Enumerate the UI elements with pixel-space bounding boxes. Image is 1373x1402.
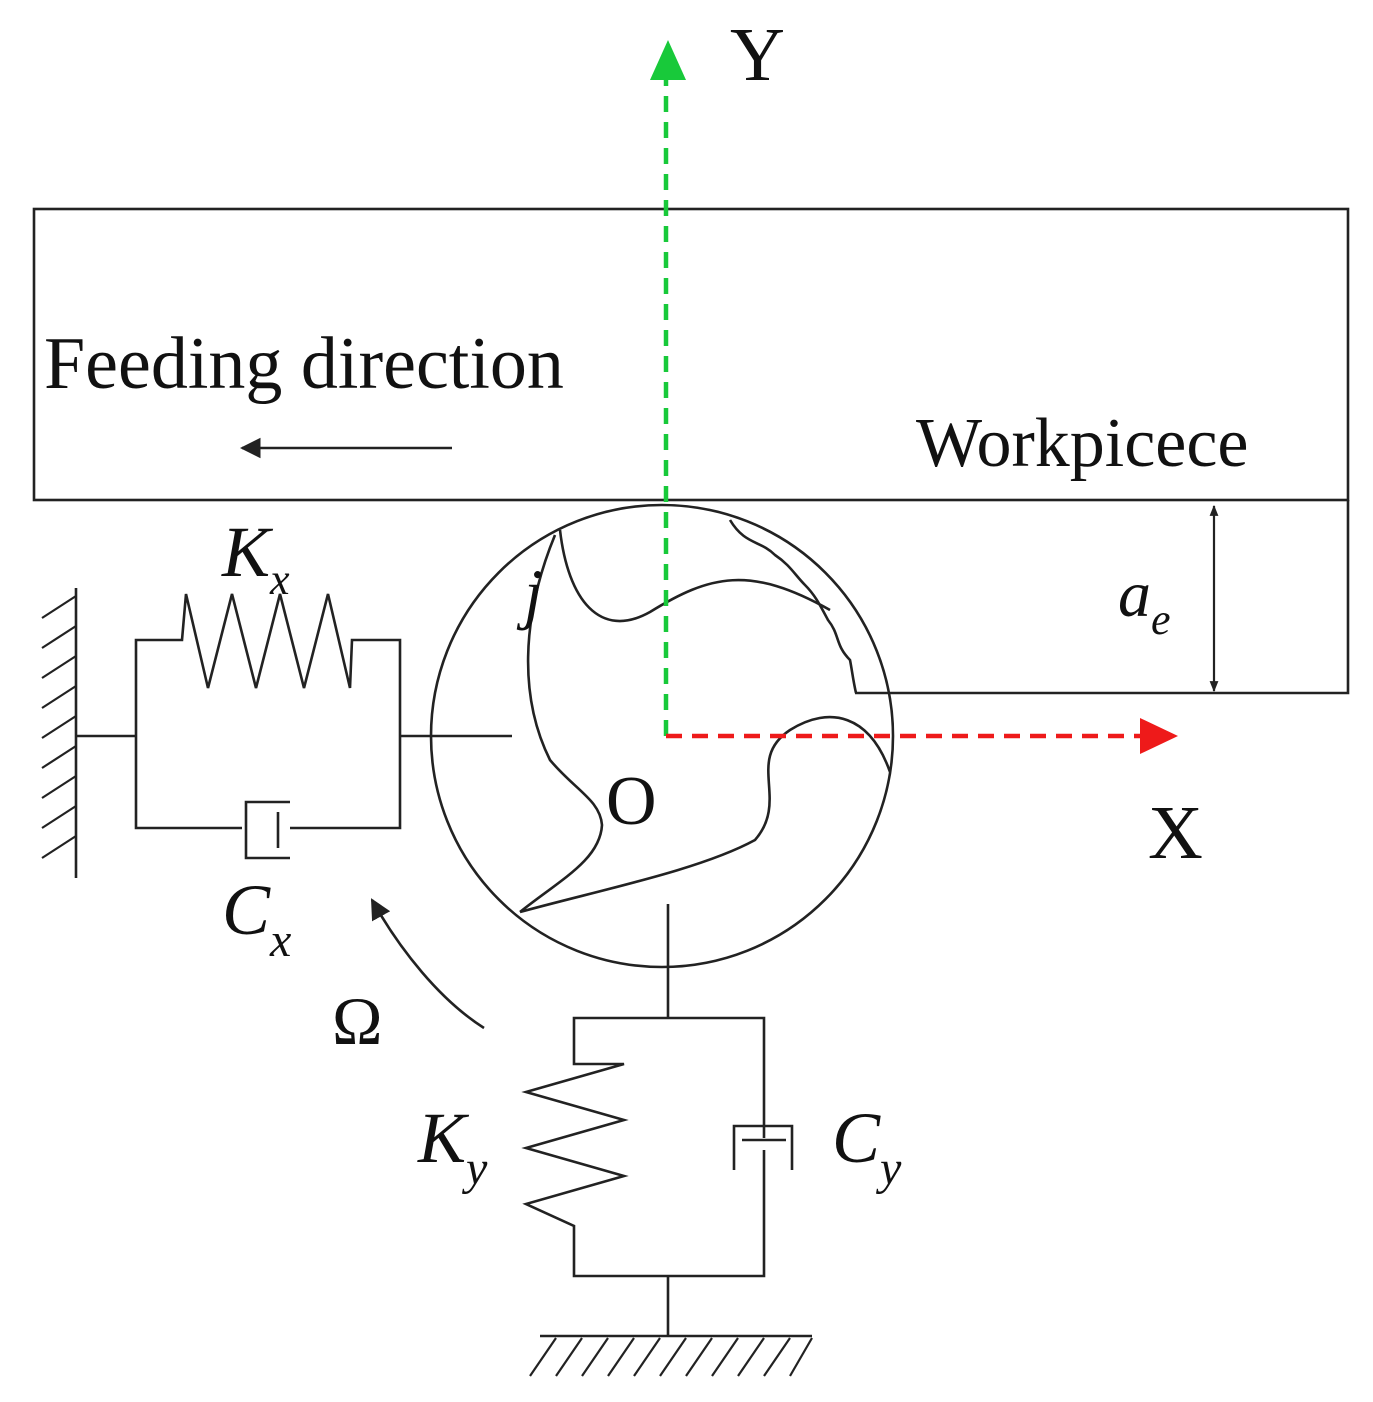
x-frame xyxy=(134,593,402,830)
kx-label: Kx xyxy=(221,512,290,604)
workpiece-cut-region xyxy=(855,500,1350,695)
y-damper xyxy=(732,1124,794,1170)
y-direction-support xyxy=(521,904,813,1377)
workpiece xyxy=(32,207,1350,695)
y-frame-right xyxy=(668,1016,766,1138)
omega-label: Ω xyxy=(332,983,383,1059)
y-frame-right-lower xyxy=(668,1150,766,1278)
x-wall-hatching xyxy=(41,595,77,859)
y-frame-left-spring xyxy=(521,1016,668,1278)
y-axis-arrowhead xyxy=(650,40,686,80)
workpiece-label: Workpicece xyxy=(916,405,1249,482)
y-axis-label: Y xyxy=(730,13,785,97)
cy-label: Cy xyxy=(832,1098,902,1195)
y-ground-hatching xyxy=(529,1337,813,1377)
cutter-flute-1 xyxy=(558,529,831,623)
cutter-chip-edge xyxy=(728,519,858,694)
rotation-arrow xyxy=(370,898,485,1030)
origin-label: O xyxy=(606,763,657,840)
x-axis-arrowhead xyxy=(1140,718,1178,754)
ae-label: ae xyxy=(1118,558,1171,644)
feeding-direction-label: Feeding direction xyxy=(44,323,564,405)
x-direction-support xyxy=(41,588,512,878)
tooth-label: j xyxy=(516,555,543,631)
x-axis-label: X xyxy=(1148,791,1203,875)
cutter-flute-3 xyxy=(519,715,892,914)
workpiece-block xyxy=(32,207,1350,502)
x-damper xyxy=(244,800,290,860)
cx-label: Cx xyxy=(222,870,291,967)
cutter-flute-2 xyxy=(519,534,604,914)
ky-label: Ky xyxy=(417,1098,488,1195)
